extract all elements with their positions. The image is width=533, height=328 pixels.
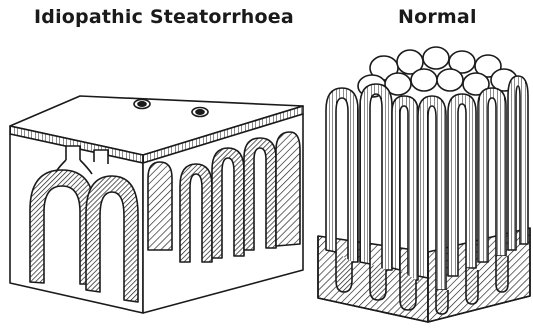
normal-block — [318, 47, 530, 322]
crypt-opening — [138, 102, 146, 106]
crypt-opening — [196, 110, 204, 114]
steatorrhoea-block — [10, 96, 303, 313]
